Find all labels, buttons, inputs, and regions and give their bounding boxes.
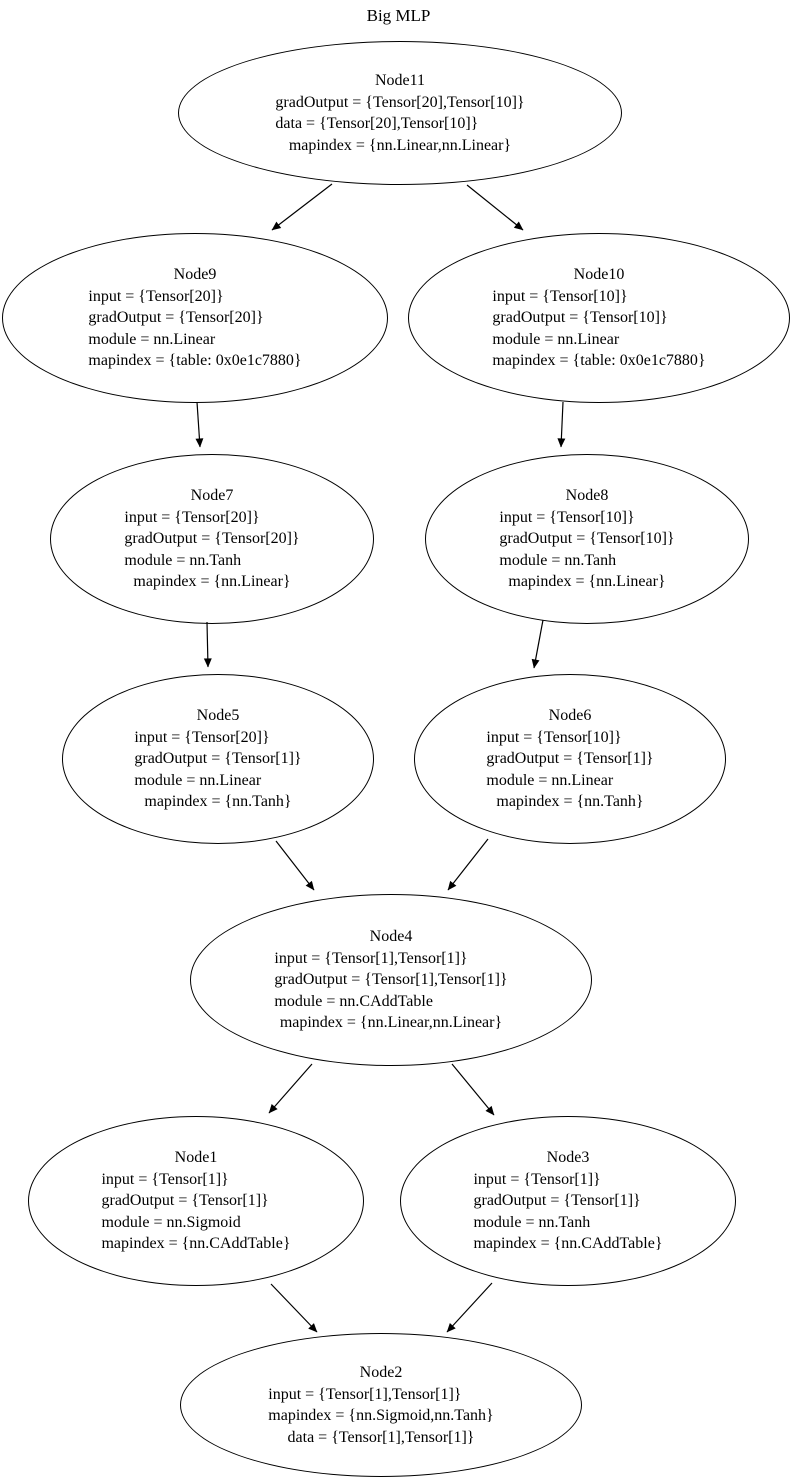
node-title: Node2 [359,1364,403,1381]
edge-Node6-to-Node4 [447,838,489,891]
node-line: mapindex = {nn.Linear,nn.Linear} [288,136,512,154]
node-Node5: Node5 input = {Tensor[20]} gradOutput = {T… [62,674,374,844]
graph-title: Big MLP [366,6,431,25]
node-label: Node6 input = {Tensor[10]} gradOutput = {T… [486,705,653,813]
node-Node6: Node6 input = {Tensor[10]} gradOutput = {T… [414,674,726,844]
node-title: Node4 [369,928,413,946]
node-label: Node10 input = {Tensor[10]} gradOutput = {… [492,264,705,372]
node-line: data = {Tensor[20],Tensor[10]} [275,115,479,132]
node-title: Node5 [196,707,240,725]
node-line: input = {Tensor[1]} [473,1170,601,1188]
edge-Node1-to-Node2 [270,1283,318,1333]
node-line: mapindex = {nn.CAddTable} [101,1235,291,1253]
node-Node1: Node1 input = {Tensor[1]} gradOutput = {Te… [28,1116,364,1286]
node-line: input = {Tensor[20]} [124,508,260,526]
node-line: input = {Tensor[1],Tensor[1]} [268,1385,462,1403]
node-label: Node7 input = {Tensor[20]} gradOutput = {T… [124,485,299,593]
edge-Node9-to-Node7 [195,401,204,448]
node-title: Node6 [548,707,592,725]
node-Node2: Node2 input = {Tensor[1],Tensor[1]} mapind… [180,1333,582,1477]
node-line: mapindex = {table: 0x0e1c7880} [88,352,302,370]
node-label: Node2 input = {Tensor[1],Tensor[1]} mapind… [268,1362,493,1448]
node-line: gradOutput = {Tensor[20],Tensor[10]} [275,93,525,111]
node-line: input = {Tensor[10]} [499,508,635,526]
node-line: gradOutput = {Tensor[10]} [492,309,668,327]
node-title: Node10 [573,266,625,284]
node-line: module = nn.Linear [492,330,620,348]
node-line: module = nn.Tanh [499,551,617,569]
node-Node3: Node3 input = {Tensor[1]} gradOutput = {Te… [400,1116,736,1286]
node-line: gradOutput = {Tensor[1]} [134,750,302,768]
node-label: Node11 gradOutput = {Tensor[20],Tensor[10… [275,70,524,156]
node-line: mapindex = {nn.Tanh} [144,793,292,811]
node-title: Node8 [565,487,609,505]
node-line: gradOutput = {Tensor[1]} [473,1192,641,1210]
node-title: Node11 [374,72,426,89]
node-label: Node8 input = {Tensor[10]} gradOutput = {T… [499,485,674,593]
node-line: gradOutput = {Tensor[20]} [124,530,300,548]
node-line: module = nn.Linear [88,330,216,348]
node-Node11: Node11 gradOutput = {Tensor[20],Tensor[10… [178,41,622,185]
edge-Node5-to-Node4 [275,840,315,891]
node-line: input = {Tensor[1],Tensor[1]} [274,949,468,967]
node-line: mapindex = {nn.Linear,nn.Linear} [279,1014,503,1032]
edge-Node10-to-Node8 [557,401,566,448]
node-line: input = {Tensor[20]} [134,728,270,746]
edge-Node3-to-Node2 [446,1282,493,1333]
node-title: Node1 [174,1149,218,1167]
node-line: module = nn.Tanh [124,551,242,569]
node-line: module = nn.Tanh [473,1213,591,1231]
node-line: mapindex = {nn.Linear} [133,573,291,591]
node-Node10: Node10 input = {Tensor[10]} gradOutput = {… [408,233,790,403]
node-line: input = {Tensor[20]} [88,287,224,305]
edge-Node8-to-Node6 [531,619,544,669]
node-label: Node1 input = {Tensor[1]} gradOutput = {Te… [101,1147,290,1255]
node-title: Node9 [173,266,217,284]
node-line: input = {Tensor[10]} [486,728,622,746]
node-line: mapindex = {table: 0x0e1c7880} [492,352,706,370]
edge-Node4-to-Node1 [268,1063,313,1114]
node-label: Node5 input = {Tensor[20]} gradOutput = {T… [134,705,301,813]
node-line: mapindex = {nn.Sigmoid,nn.Tanh} [268,1407,494,1424]
node-line: data = {Tensor[1],Tensor[1]} [287,1428,475,1446]
node-line: gradOutput = {Tensor[1],Tensor[1]} [274,971,508,989]
node-line: gradOutput = {Tensor[1]} [101,1192,269,1210]
edge-Node7-to-Node5 [203,621,212,668]
node-line: input = {Tensor[1]} [101,1170,229,1188]
node-line: mapindex = {nn.Linear} [508,573,666,591]
node-Node8: Node8 input = {Tensor[10]} gradOutput = {T… [425,454,749,624]
node-label: Node3 input = {Tensor[1]} gradOutput = {Te… [473,1147,662,1255]
node-title: Node3 [546,1149,590,1167]
node-Node7: Node7 input = {Tensor[20]} gradOutput = {T… [50,454,374,624]
node-line: module = nn.Sigmoid [101,1213,241,1231]
node-line: module = nn.Linear [134,771,262,789]
edge-Node11-to-Node9 [271,183,333,231]
node-label: Node4 input = {Tensor[1],Tensor[1]} gradOu… [274,926,507,1034]
edge-Node4-to-Node3 [451,1063,495,1116]
edge-Node11-to-Node10 [466,184,524,231]
node-line: gradOutput = {Tensor[20]} [88,309,264,327]
node-Node9: Node9 input = {Tensor[20]} gradOutput = {T… [2,233,388,403]
node-line: module = nn.CAddTable [274,992,433,1010]
node-Node4: Node4 input = {Tensor[1],Tensor[1]} gradOu… [190,894,592,1066]
node-line: mapindex = {nn.Tanh} [496,793,644,811]
node-line: input = {Tensor[10]} [492,287,628,305]
node-label: Node9 input = {Tensor[20]} gradOutput = {T… [88,264,301,372]
node-title: Node7 [190,487,234,505]
node-line: gradOutput = {Tensor[1]} [486,750,654,768]
node-line: gradOutput = {Tensor[10]} [499,530,675,548]
node-line: module = nn.Linear [486,771,614,789]
node-line: mapindex = {nn.CAddTable} [473,1235,663,1253]
